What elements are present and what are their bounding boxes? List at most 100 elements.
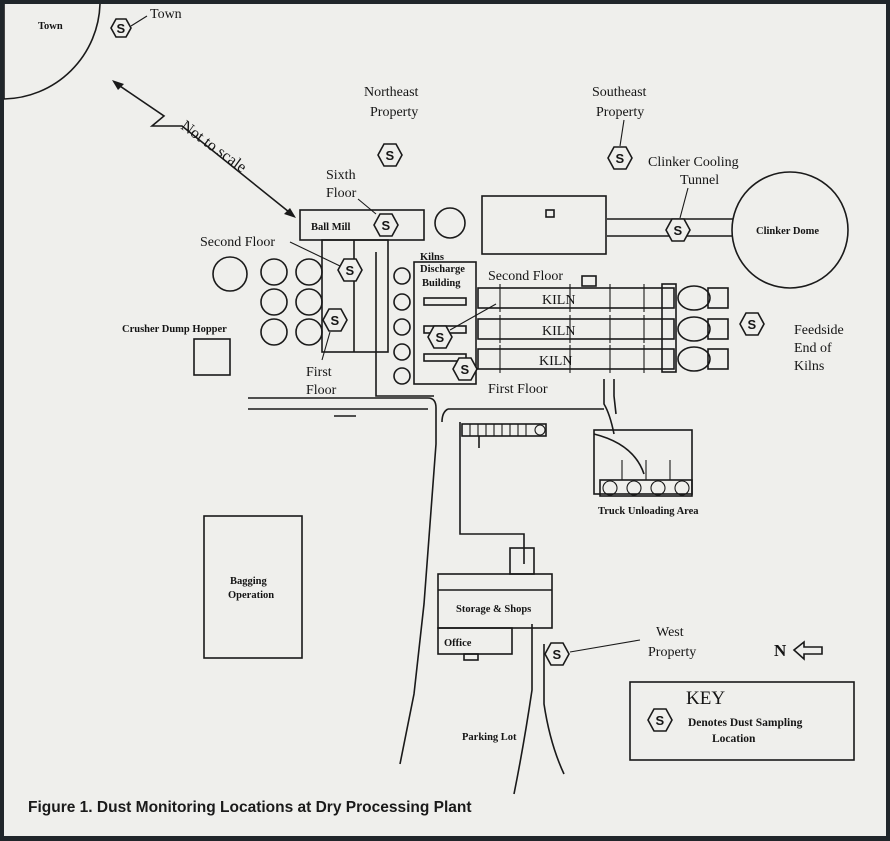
kilns-discharge-label-1: Kilns xyxy=(420,252,444,263)
kiln-1: KILN xyxy=(477,284,675,312)
key-text-1: Denotes Dust Sampling xyxy=(688,717,803,729)
silo-group-left xyxy=(212,256,323,346)
bagging-label-2: Operation xyxy=(228,590,274,601)
sixth-floor-leader xyxy=(357,198,377,215)
sampler-town-mark: S xyxy=(117,21,126,36)
north-arrow-icon xyxy=(792,640,823,661)
clinker-cooler-building xyxy=(481,195,607,255)
north-label: N xyxy=(774,641,787,660)
top-silo xyxy=(434,207,466,239)
feedside-label-3: Kilns xyxy=(794,359,824,374)
sampler-second-floor-left-mark: S xyxy=(346,263,355,278)
southeast-leader xyxy=(619,119,625,147)
sampler-first-floor-right-mark: S xyxy=(461,362,470,377)
key-sampler-icon: S xyxy=(647,708,673,732)
sixth-floor-label-1: Sixth xyxy=(326,168,356,183)
town-label: Town xyxy=(150,7,182,22)
first-floor-right-label: First Floor xyxy=(488,382,548,397)
sampler-sixth-floor: S xyxy=(373,213,399,237)
key-sampler-mark: S xyxy=(656,713,665,728)
sampler-west-property: S xyxy=(544,642,570,666)
town-area-circle xyxy=(4,4,101,100)
feedside-label-2: End of xyxy=(794,341,832,356)
kilns-discharge-label-2: Discharge xyxy=(420,264,465,275)
parking-lot-label: Parking Lot xyxy=(462,732,517,743)
kiln-2-label: KILN xyxy=(542,324,575,339)
sampler-town: S xyxy=(110,18,132,38)
town-leader xyxy=(130,15,148,27)
first-floor-left-label-2: Floor xyxy=(306,383,337,398)
northeast-label-2: Property xyxy=(370,105,418,120)
sampler-sixth-floor-mark: S xyxy=(382,218,391,233)
sampler-northeast-mark: S xyxy=(386,148,395,163)
sampler-first-floor-right: S xyxy=(452,357,478,381)
office-label: Office xyxy=(444,638,472,649)
silo-column-center xyxy=(393,267,411,385)
first-floor-left-label-1: First xyxy=(306,365,332,380)
key-text-2: Location xyxy=(712,733,756,745)
plant-map: Town S Town Not to scale Northeast Prope… xyxy=(4,4,855,816)
clinker-dome-circle xyxy=(731,171,849,289)
sampler-feedside-mark: S xyxy=(748,317,757,332)
crusher-hopper xyxy=(193,338,231,376)
kiln-1-label: KILN xyxy=(542,293,575,308)
second-floor-right-label: Second Floor xyxy=(488,269,563,284)
preheater-towers xyxy=(661,283,729,373)
diagram-sheet: Town S Town Not to scale Northeast Prope… xyxy=(4,4,886,836)
west-property-leader xyxy=(569,639,641,653)
sixth-floor-label-2: Floor xyxy=(326,186,357,201)
sampler-second-floor-right: S xyxy=(427,325,453,349)
clinker-cooling-label-2: Tunnel xyxy=(680,173,719,188)
storage-annex xyxy=(509,547,535,575)
southeast-label-1: Southeast xyxy=(592,85,647,100)
kiln-3-label: KILN xyxy=(539,354,572,369)
sampler-southeast: S xyxy=(607,146,633,170)
kilns-discharge-building xyxy=(413,261,477,385)
sampler-feedside: S xyxy=(739,312,765,336)
bagging-building xyxy=(203,515,303,659)
key-title: KEY xyxy=(686,688,725,709)
silo-column-outline xyxy=(375,252,434,397)
storage-building xyxy=(437,573,553,629)
truck-unloading-structure xyxy=(593,429,693,497)
ball-mill-label: Ball Mill xyxy=(311,222,350,233)
figure-caption: Figure 1. Dust Monitoring Locations at D… xyxy=(28,799,472,816)
town-area-label: Town xyxy=(38,21,63,32)
kiln-small-box xyxy=(581,275,597,287)
clinker-cooling-leader xyxy=(679,187,689,219)
west-property-label-2: Property xyxy=(648,645,696,660)
kilns-discharge-label-3: Building xyxy=(422,278,461,289)
office-step xyxy=(463,653,479,661)
cooler-vent xyxy=(545,209,555,218)
truck-unloading-label: Truck Unloading Area xyxy=(598,506,699,517)
road-network xyxy=(248,379,617,795)
clinker-dome-label: Clinker Dome xyxy=(756,226,819,237)
kiln-3: KILN xyxy=(477,345,675,373)
not-to-scale-arrow xyxy=(112,80,296,218)
west-property-label-1: West xyxy=(656,625,684,640)
sampler-west-property-mark: S xyxy=(553,647,562,662)
southeast-label-2: Property xyxy=(596,105,644,120)
sampler-clinker-tunnel: S xyxy=(665,218,691,242)
discharge-slot-1 xyxy=(423,297,467,306)
sampler-second-floor-right-mark: S xyxy=(436,330,445,345)
clinker-cooling-label-1: Clinker Cooling xyxy=(648,155,739,170)
sampler-southeast-mark: S xyxy=(616,151,625,166)
sampler-clinker-tunnel-mark: S xyxy=(674,223,683,238)
crusher-label: Crusher Dump Hopper xyxy=(122,324,227,335)
northeast-label-1: Northeast xyxy=(364,85,419,100)
feedside-label-1: Feedside xyxy=(794,323,844,338)
key-box xyxy=(629,681,855,761)
bottom-conveyor xyxy=(461,423,547,448)
storage-label: Storage & Shops xyxy=(456,604,531,615)
sampler-first-floor-left-mark: S xyxy=(331,313,340,328)
mill-tower xyxy=(321,239,389,353)
sampler-first-floor-left: S xyxy=(322,308,348,332)
kiln-2: KILN xyxy=(477,315,675,343)
sampler-northeast: S xyxy=(377,143,403,167)
first-floor-left-leader xyxy=(321,331,331,361)
sampler-second-floor-left: S xyxy=(337,258,363,282)
not-to-scale-label: Not to scale xyxy=(178,117,250,176)
second-floor-left-leader xyxy=(289,241,341,267)
